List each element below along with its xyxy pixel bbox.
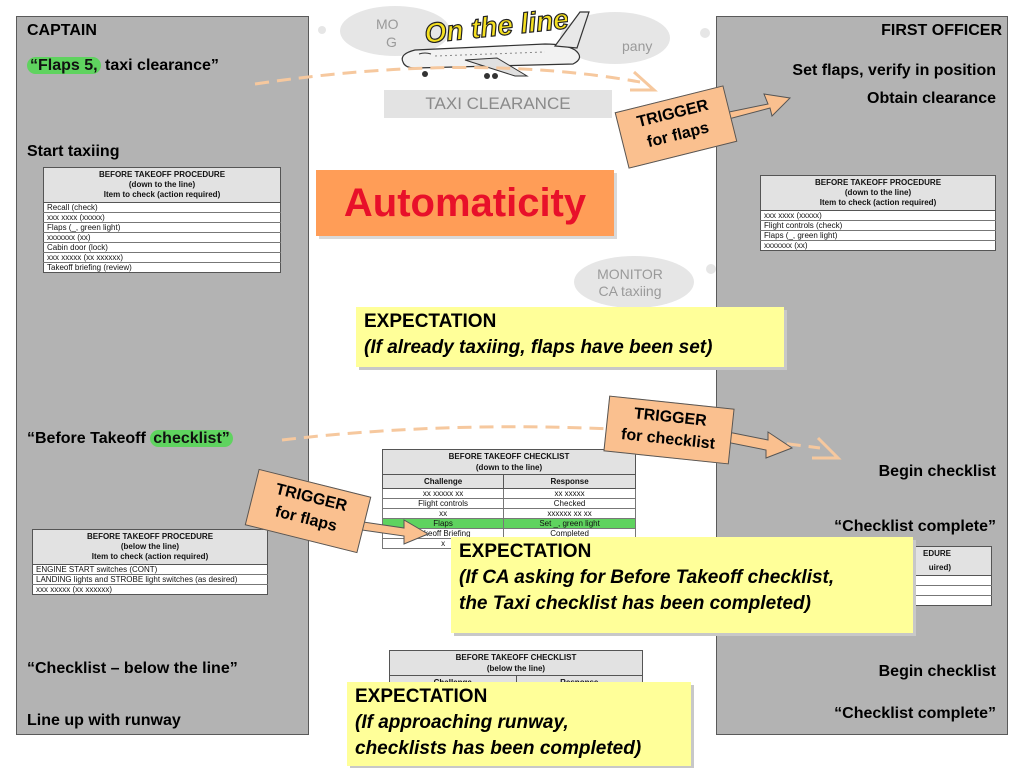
dash-arrow-top: [254, 66, 641, 86]
taxi-clearance-box: TAXI CLEARANCE: [384, 90, 612, 118]
monitor-label: MONITOR CA taxiing: [580, 266, 680, 300]
automaticity-box: [316, 170, 614, 236]
dash-arrow-mid-head: [812, 436, 842, 460]
checklist-h2: (down to the line): [475, 463, 543, 472]
proc-row: xxx xxxx (xxxxx): [760, 210, 996, 221]
expectation-title: EXPECTATION: [355, 686, 488, 707]
fo-header: FIRST OFFICER: [881, 22, 1002, 39]
airplane-icon: [401, 11, 590, 79]
monitor-cloud-puff: [706, 264, 716, 274]
automaticity-label: Automaticity: [343, 181, 587, 225]
proc-row: Takeoff briefing (review): [43, 262, 281, 273]
proc-row: xxx xxxxx (xx xxxxxx): [43, 252, 281, 263]
proc-h1: BEFORE TAKEOFF PROCEDURE: [814, 178, 942, 187]
taxi-clearance-request: taxi clearance”: [100, 57, 219, 74]
captain-line-up: Line up with runway: [27, 712, 181, 729]
proc-row: xxxxxxx (xx): [760, 240, 996, 251]
proc-h2: uired): [928, 563, 951, 572]
col-response: Response: [503, 474, 636, 489]
title-banner: On the line: [422, 3, 568, 46]
proc-h1: BEFORE TAKEOFF PROCEDURE: [86, 532, 214, 541]
fo-begin-checklist-2: Begin checklist: [878, 663, 996, 680]
expectation-text: (If already taxiing, flaps have been set…: [364, 337, 713, 358]
fo-checklist-complete-1: “Checklist complete”: [834, 518, 996, 535]
proc-h1: EDURE: [922, 549, 951, 558]
monitor-top-text-b: G: [386, 34, 397, 50]
monitor-line1: MONITOR: [597, 266, 663, 282]
expectation-text-2: checklists has been completed): [355, 738, 642, 759]
flaps-highlight: “Flaps 5,: [27, 57, 101, 74]
captain-panel: [16, 16, 309, 735]
checklist-h1: BEFORE TAKEOFF CHECKLIST: [448, 452, 570, 461]
proc-row: ENGINE START switches (CONT): [32, 564, 268, 575]
checklist-title: BEFORE TAKEOFF CHECKLIST (below the line…: [389, 650, 643, 676]
checklist-h1: BEFORE TAKEOFF CHECKLIST: [455, 653, 577, 662]
proc-row: Flight controls (check): [760, 220, 996, 231]
captain-checklist-below: “Checklist – below the line”: [27, 660, 238, 677]
proc-row: xxx xxxxx (xx xxxxxx): [32, 584, 268, 595]
proc-row: Flaps (_, green light): [760, 230, 996, 241]
proc-h2: (below the line): [120, 542, 180, 551]
proc-h3: Item to check (action required): [103, 190, 221, 199]
proc-row: xxxxxxx (xx): [43, 232, 281, 243]
dot-1: [318, 26, 326, 34]
expectation-text-1: (If CA asking for Before Takeoff checkli…: [459, 567, 835, 588]
before-takeoff-prefix: “Before Takeoff: [27, 430, 151, 447]
proc-row: Flaps (_, green light): [43, 222, 281, 233]
captain-flaps-request: “Flaps 5, taxi clearance”: [27, 57, 219, 75]
captain-header: CAPTAIN: [27, 22, 97, 39]
proc-h2: (down to the line): [844, 188, 912, 197]
captain-start-taxiing: Start taxiing: [27, 143, 120, 160]
dash-arrow-top-head: [630, 70, 658, 92]
expectation-title: EXPECTATION: [459, 541, 592, 562]
dot-2: [700, 28, 710, 38]
expectation-box-1: EXPECTATION (If already taxiing, flaps h…: [356, 307, 784, 367]
checklist-h2: (below the line): [486, 664, 546, 673]
proc-row: Recall (check): [43, 202, 281, 213]
proc-row: [862, 585, 992, 596]
proc-row: [862, 575, 992, 586]
proc-h1: BEFORE TAKEOFF PROCEDURE: [98, 170, 226, 179]
captain-procedure-below: BEFORE TAKEOFF PROCEDURE (below the line…: [32, 529, 268, 595]
proc-h2: (down to the line): [128, 180, 196, 189]
dash-arrow-mid: [281, 425, 821, 450]
proc-row: xxx xxxx (xxxxx): [43, 212, 281, 223]
monitor-cloud-top: [340, 6, 450, 56]
proc-header: BEFORE TAKEOFF PROCEDURE (down to the li…: [760, 175, 996, 211]
monitor-top-text-a: MO: [376, 16, 399, 32]
expectation-title: EXPECTATION: [364, 311, 497, 332]
expectation-text-2: the Taxi checklist has been completed): [459, 593, 811, 614]
checklist-highlight: checklist”: [150, 430, 233, 447]
proc-h3: Item to check (action required): [819, 198, 937, 207]
monitor-top-text-c: pany: [622, 38, 653, 54]
proc-row: [862, 595, 992, 606]
monitor-line2: CA taxiing: [598, 283, 662, 299]
captain-procedure-above: BEFORE TAKEOFF PROCEDURE (down to the li…: [43, 167, 281, 273]
monitor-cloud: [574, 256, 694, 308]
fo-obtain-clearance: Obtain clearance: [867, 90, 996, 107]
proc-h3: Item to check (action required): [91, 552, 209, 561]
fo-set-flaps: Set flaps, verify in position: [792, 62, 996, 79]
expectation-text-1: (If approaching runway,: [355, 712, 569, 733]
expectation-box-2: EXPECTATION (If CA asking for Before Tak…: [451, 537, 913, 633]
fo-checklist-complete-2: “Checklist complete”: [834, 705, 996, 722]
expectation-box-3: EXPECTATION (If approaching runway, chec…: [347, 682, 691, 766]
proc-row: Cabin door (lock): [43, 242, 281, 253]
captain-before-takeoff: “Before Takeoff checklist”: [27, 430, 233, 448]
proc-row: LANDING lights and STROBE light switches…: [32, 574, 268, 585]
fo-begin-checklist-1: Begin checklist: [878, 463, 996, 480]
fo-procedure-above: BEFORE TAKEOFF PROCEDURE (down to the li…: [760, 175, 996, 251]
checklist-title: BEFORE TAKEOFF CHECKLIST (down to the li…: [382, 449, 636, 475]
